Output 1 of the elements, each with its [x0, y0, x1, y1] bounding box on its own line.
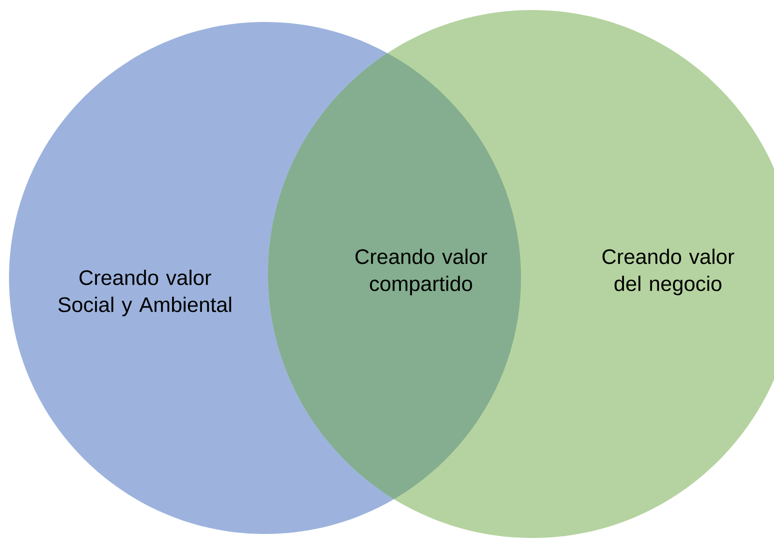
- overlap-region: Creando valor compartido: [356, 248, 488, 296]
